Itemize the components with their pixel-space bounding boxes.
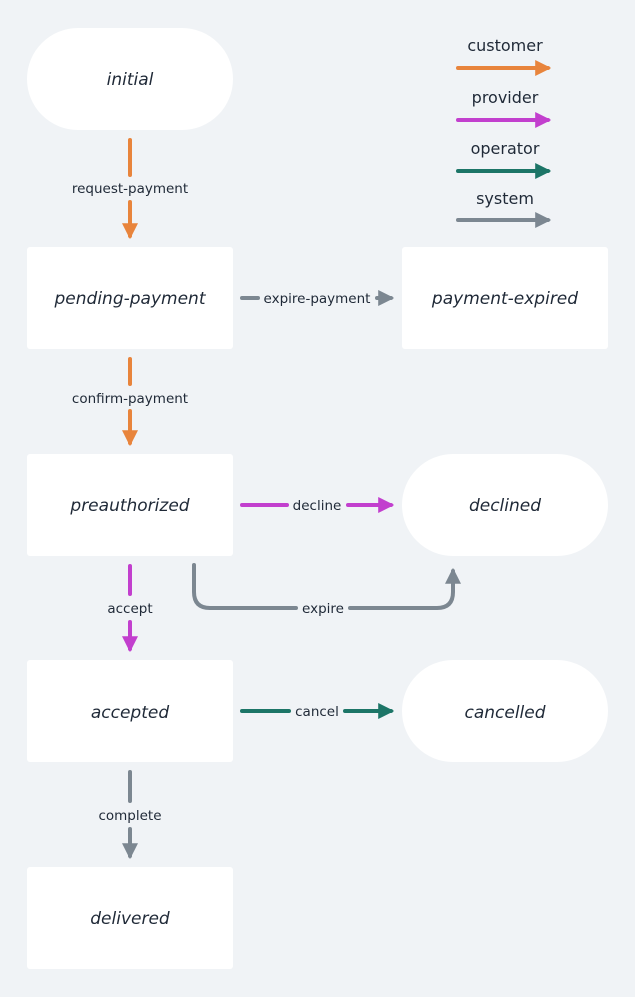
transition-accept-label: accept <box>107 601 152 617</box>
legend-label-customer: customer <box>467 36 543 55</box>
state-preauthorized-label: preauthorized <box>69 496 189 516</box>
transition-expire-label: expire <box>302 601 344 617</box>
state-initial-label: initial <box>107 70 154 90</box>
transition-expire-payment: expire-payment <box>240 290 395 307</box>
state-pending-payment: pending-payment <box>27 247 233 349</box>
state-cancelled-shape <box>402 660 608 762</box>
state-payment-expired-shape <box>402 247 608 349</box>
transition-decline-label: decline <box>293 498 342 514</box>
state-declined-shape <box>402 454 608 556</box>
transition-accept: accept <box>107 564 153 653</box>
transition-cancel-label: cancel <box>295 704 339 720</box>
legend-label-operator: operator <box>471 139 540 158</box>
transition-expire-line-left <box>192 563 298 610</box>
state-pending-payment-label: pending-payment <box>54 289 207 309</box>
transition-complete-label: complete <box>98 808 161 824</box>
transition-request-payment-label: request-payment <box>72 181 188 197</box>
state-delivered-label: delivered <box>90 909 170 929</box>
transition-expire-arrow <box>348 567 461 610</box>
state-declined-label: declined <box>469 496 541 516</box>
state-payment-expired: payment-expired <box>402 247 608 349</box>
state-accepted-shape <box>27 660 233 762</box>
legend: customer provider operator system <box>456 36 552 228</box>
transition-expire-payment-label: expire-payment <box>264 291 371 307</box>
state-accepted-label: accepted <box>91 703 169 723</box>
state-payment-expired-label: payment-expired <box>431 289 578 309</box>
transition-request-payment: request-payment <box>72 138 188 240</box>
state-initial: initial <box>27 28 233 130</box>
transition-complete: complete <box>98 770 162 860</box>
state-preauthorized-shape <box>27 454 233 556</box>
transition-decline: decline <box>240 497 395 514</box>
transition-expire: expire <box>192 563 461 617</box>
state-preauthorized: preauthorized <box>27 454 233 556</box>
legend-label-system: system <box>476 189 534 208</box>
legend-label-provider: provider <box>472 88 539 107</box>
state-cancelled: cancelled <box>402 660 608 762</box>
transition-confirm-payment-label: confirm-payment <box>72 391 188 407</box>
transition-confirm-payment: confirm-payment <box>72 357 188 447</box>
state-initial-shape <box>27 28 233 130</box>
state-declined: declined <box>402 454 608 556</box>
state-delivered: delivered <box>27 867 233 969</box>
state-cancelled-label: cancelled <box>464 703 545 723</box>
state-accepted: accepted <box>27 660 233 762</box>
state-delivered-shape <box>27 867 233 969</box>
state-pending-payment-shape <box>27 247 233 349</box>
transition-cancel: cancel <box>240 703 395 720</box>
